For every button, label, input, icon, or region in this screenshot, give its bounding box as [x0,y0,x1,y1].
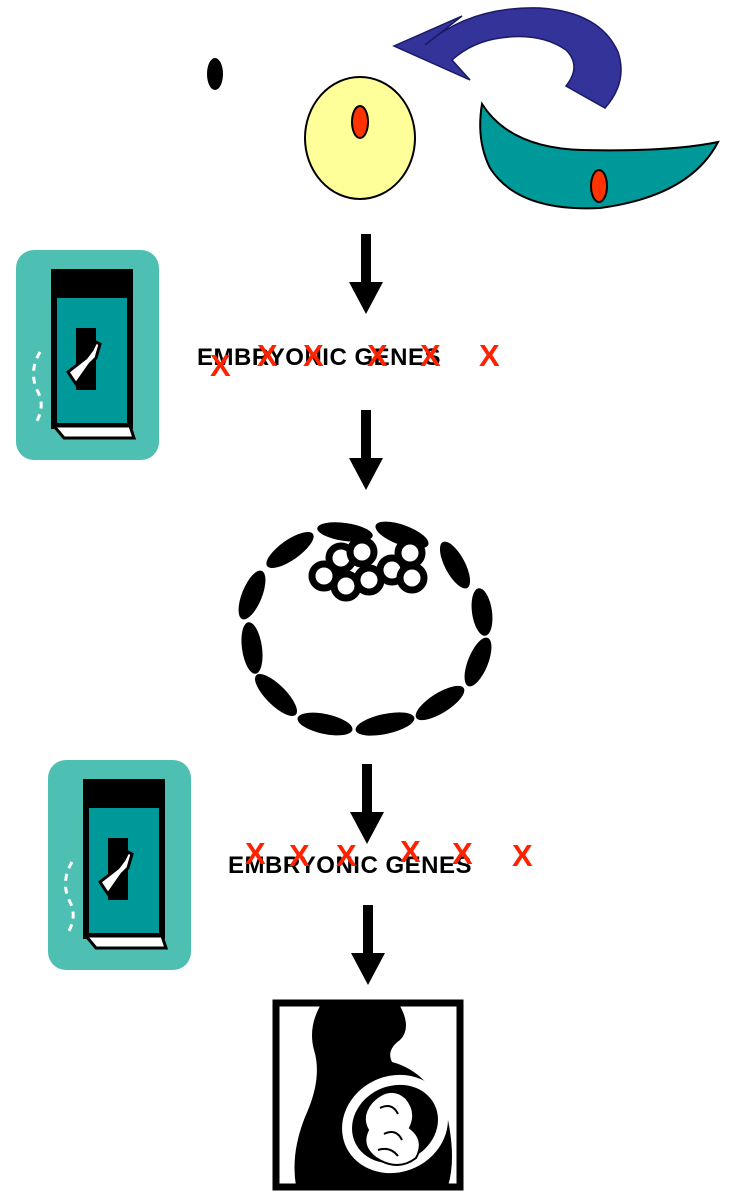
pregnant-woman-icon [272,999,464,1191]
x-mark: X [479,338,500,373]
light-switch-icon-1 [16,250,159,460]
down-arrow-1 [349,234,383,314]
x-mark: X [210,348,231,383]
curved-transfer-arrow-icon [392,7,622,109]
down-arrow-2 [349,410,383,490]
x-mark: X [400,834,421,869]
down-arrow-3 [350,764,384,844]
egg-nucleus [351,105,369,139]
down-arrow-4 [351,905,385,985]
x-mark: X [245,836,266,871]
x-mark: X [336,838,357,873]
somatic-nucleus [590,169,608,203]
x-mark: X [367,338,388,373]
light-switch-icon-2 [48,760,191,970]
x-mark: X [303,338,324,373]
x-mark: X [452,836,473,871]
embryonic-genes-label-2: EMBRYONIC GENES [228,852,472,879]
x-mark: X [512,838,533,873]
somatic-cell [479,101,720,210]
embryonic-genes-label-1: EMBRYONIC GENES [197,344,441,371]
black-dot [207,58,223,90]
x-mark: X [289,838,310,873]
x-mark: X [420,338,441,373]
blastocyst [238,521,493,736]
x-mark: X [257,338,278,373]
